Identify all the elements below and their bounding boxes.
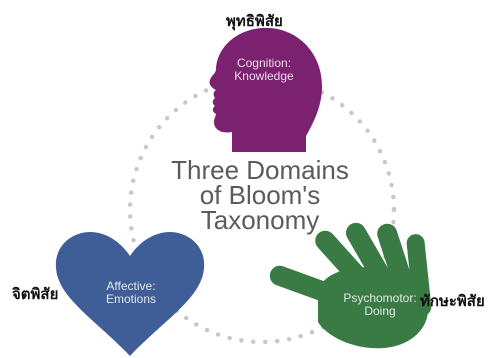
thai-label-psychomotor: ทักษะพิสัย bbox=[420, 292, 485, 310]
title-line: of Bloom's bbox=[199, 180, 321, 210]
center-title: Three Domains of Bloom's Taxonomy bbox=[140, 155, 380, 235]
label-line: Knowledge bbox=[234, 69, 294, 83]
hand-icon bbox=[269, 222, 432, 349]
head-icon bbox=[209, 27, 322, 152]
psychomotor-label: Psychomotor: Doing bbox=[330, 292, 430, 318]
thai-label-cognitive: พุทธิพิสัย bbox=[226, 12, 283, 30]
heart-icon bbox=[55, 232, 205, 356]
title-line: Taxonomy bbox=[200, 205, 320, 235]
affective-label: Affective: Emotions bbox=[86, 280, 176, 306]
label-line: Emotions bbox=[105, 292, 157, 306]
label-line: Affective: bbox=[106, 279, 156, 293]
thai-label-affective: จิตพิสัย bbox=[12, 285, 59, 303]
label-line: Cognition: bbox=[236, 56, 292, 70]
label-line: Doing bbox=[364, 304, 396, 318]
cognition-label: Cognition: Knowledge bbox=[214, 57, 314, 83]
title-line: Three Domains bbox=[171, 155, 349, 185]
label-line: Psychomotor: bbox=[343, 291, 417, 305]
